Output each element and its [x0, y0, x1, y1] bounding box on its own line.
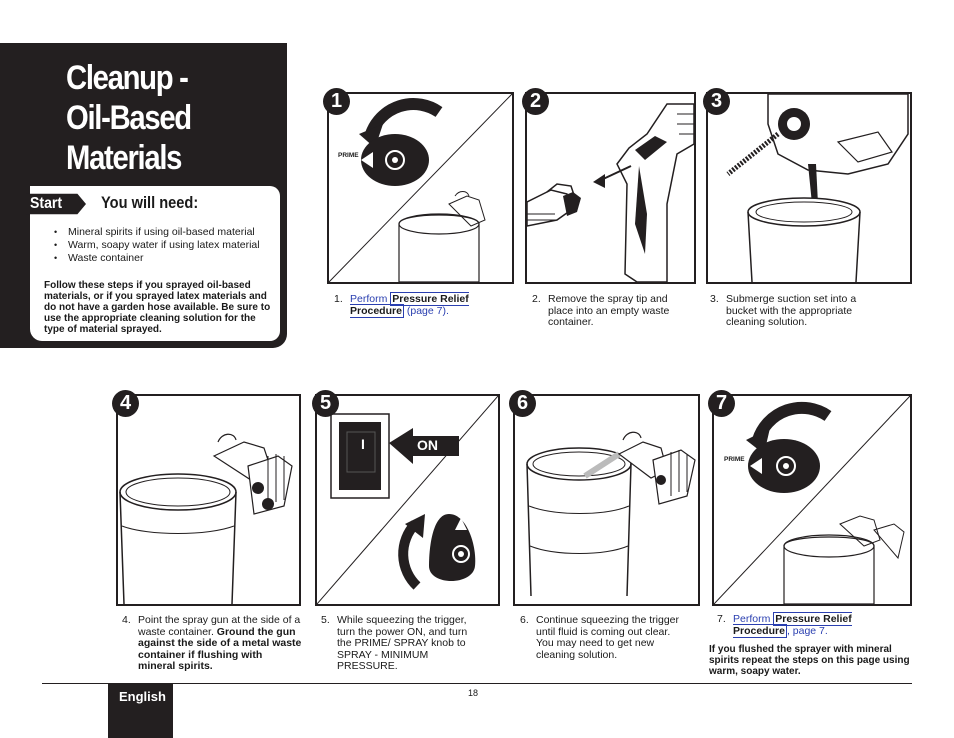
- step-5-caption: 5. While squeezing the trigger, turn the…: [321, 614, 471, 673]
- on-label: ON: [417, 437, 438, 453]
- caption-text: Point the spray gun at the side of a was…: [138, 614, 301, 638]
- page-title: Cleanup - Oil-Based Materials: [66, 58, 251, 178]
- step-number: 6.: [520, 614, 529, 626]
- requirements-list: Mineral spirits if using oil-based mater…: [54, 226, 260, 265]
- list-item: Mineral spirits if using oil-based mater…: [54, 226, 260, 239]
- requirements-heading: You will need:: [101, 193, 199, 212]
- list-item: Warm, soapy water if using latex materia…: [54, 239, 260, 252]
- step-2-illustration: [525, 92, 696, 284]
- language-tab: [108, 684, 173, 738]
- title-line-1: Cleanup -: [66, 59, 189, 97]
- caption-prefix: Perform: [350, 293, 391, 305]
- caption-text: Submerge suction set into a bucket with …: [726, 293, 857, 328]
- step-number: 7.: [717, 613, 726, 625]
- caption-warning: Ground the gun against the side of a met…: [138, 625, 302, 672]
- pressure-relief-link[interactable]: Pressure Relief Procedure: [350, 292, 469, 318]
- step-7-caption: 7. Perform Pressure Relief Procedure, pa…: [717, 612, 877, 638]
- start-arrow-tab: [26, 193, 86, 215]
- caption-text: While squeezing the trigger, turn the po…: [337, 614, 468, 672]
- requirements-note: Follow these steps if you sprayed oil-ba…: [44, 280, 271, 335]
- caption-suffix: , page 7.: [786, 624, 828, 637]
- step-3-caption: 3. Submerge suction set into a bucket wi…: [710, 293, 875, 329]
- title-line-3: Materials: [66, 139, 182, 177]
- prime-label: PRIME: [724, 456, 745, 463]
- power-switch-mark: I: [361, 436, 365, 452]
- title-banner: [0, 43, 287, 193]
- step-6-badge: 6: [509, 390, 536, 417]
- step-4-illustration: [116, 394, 301, 606]
- caption-prefix: Perform: [733, 613, 774, 625]
- step-7-note: If you flushed the sprayer with mineral …: [709, 644, 910, 677]
- list-item: Waste container: [54, 252, 260, 265]
- step-3-illustration: [706, 92, 912, 284]
- start-label: Start: [30, 195, 63, 212]
- caption-text: Continue squeezing the trigger until flu…: [536, 614, 680, 661]
- step-4-badge: 4: [112, 390, 139, 417]
- step-5-badge: 5: [312, 390, 339, 417]
- step-5-illustration: I ON: [315, 394, 500, 606]
- prime-label: PRIME: [338, 152, 359, 159]
- step-1-illustration: PRIME: [327, 92, 514, 284]
- pressure-relief-link[interactable]: Pressure Relief Procedure: [733, 612, 852, 638]
- language-label: English: [119, 689, 166, 704]
- step-number: 4.: [122, 614, 131, 626]
- step-6-illustration: [513, 394, 700, 606]
- step-number: 5.: [321, 614, 330, 626]
- step-1-caption: 1. Perform Pressure Relief Procedure (pa…: [334, 292, 494, 318]
- title-line-2: Oil-Based: [66, 99, 192, 137]
- step-7-badge: 7: [708, 390, 735, 417]
- step-number: 2.: [532, 293, 541, 305]
- step-2-caption: 2. Remove the spray tip and place into a…: [532, 293, 682, 329]
- page-number: 18: [468, 688, 479, 698]
- caption-suffix: (page 7).: [403, 304, 449, 317]
- step-number: 1.: [334, 293, 343, 305]
- step-number: 3.: [710, 293, 719, 305]
- step-1-badge: 1: [323, 88, 350, 115]
- step-4-caption: 4. Point the spray gun at the side of a …: [122, 614, 302, 673]
- step-7-illustration: PRIME: [712, 394, 912, 606]
- caption-text: Remove the spray tip and place into an e…: [548, 293, 670, 328]
- step-3-badge: 3: [703, 88, 730, 115]
- footer-divider: [42, 683, 912, 684]
- step-2-badge: 2: [522, 88, 549, 115]
- step-6-caption: 6. Continue squeezing the trigger until …: [520, 614, 690, 661]
